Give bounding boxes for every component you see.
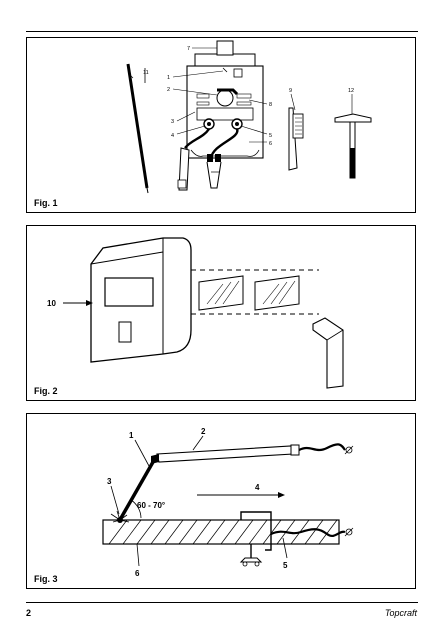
chipping-hammer [334,113,372,179]
callout-11: 11 [143,70,149,76]
figure-2-illustration: 10 [47,237,344,389]
callout-3: 3 [107,477,112,486]
callout-4: 4 [255,483,260,492]
callout-2: 2 [167,87,170,93]
callout-7: 7 [187,46,190,52]
callout-5: 5 [269,133,272,139]
callout-6: 6 [135,569,140,578]
angle-label: 60 - 70° [137,501,165,510]
electrode-rod [126,63,149,189]
callout-12: 12 [348,88,354,94]
top-rule [26,31,418,32]
clamp-cable [270,528,346,538]
holder-cable [184,128,210,149]
figure-3-label: Fig. 3 [34,574,58,584]
welding-machine [186,40,264,159]
figure-1-leaders [128,47,353,143]
callout-1: 1 [129,431,134,440]
callout-3: 3 [171,119,174,125]
projection-lines [191,269,319,315]
callout-6: 6 [269,141,272,147]
shield-handle [312,317,344,389]
ground-clamp [206,154,222,189]
callout-1: 1 [167,75,170,81]
electrode-holder [151,444,300,464]
bottom-rule [26,602,418,603]
figure-3-panel: 1 2 3 4 5 6 60 - 70° Fig. 3 [26,413,416,589]
welding-shield [90,237,192,363]
figure-3-illustration: 1 2 3 4 5 6 60 - 70° [102,427,354,578]
page-number: 2 [26,608,32,618]
filter-glass-1 [198,275,244,311]
brand-name: Topcraft [384,608,417,618]
holder-cable [298,443,346,452]
figure-2-panel: 10 Fig. 2 [26,225,416,401]
electrode [119,461,155,519]
callout-5: 5 [283,561,288,570]
callout-10: 10 [47,299,56,308]
welding-arc [110,510,130,523]
figure-3-leaders [110,435,288,567]
holder-cable-end-symbol [344,445,354,455]
electrode-holder [177,147,190,191]
callout-8: 8 [269,102,272,108]
callout-4: 4 [171,133,174,139]
figure-1-panel: 7 1 2 3 4 5 6 8 9 11 12 Fig. 1 [26,37,416,213]
angle-arc [130,499,142,519]
filter-glass-2 [254,275,300,311]
callout-2: 2 [201,427,206,436]
work-clamp [239,511,272,567]
figure-2-label: Fig. 2 [34,386,58,396]
callout-9: 9 [289,88,292,94]
clamp-cable-end-symbol [344,527,354,537]
figure-1-label: Fig. 1 [34,198,58,208]
wire-brush [288,107,304,171]
figure-1-illustration: 7 1 2 3 4 5 6 8 9 11 12 [126,40,372,194]
